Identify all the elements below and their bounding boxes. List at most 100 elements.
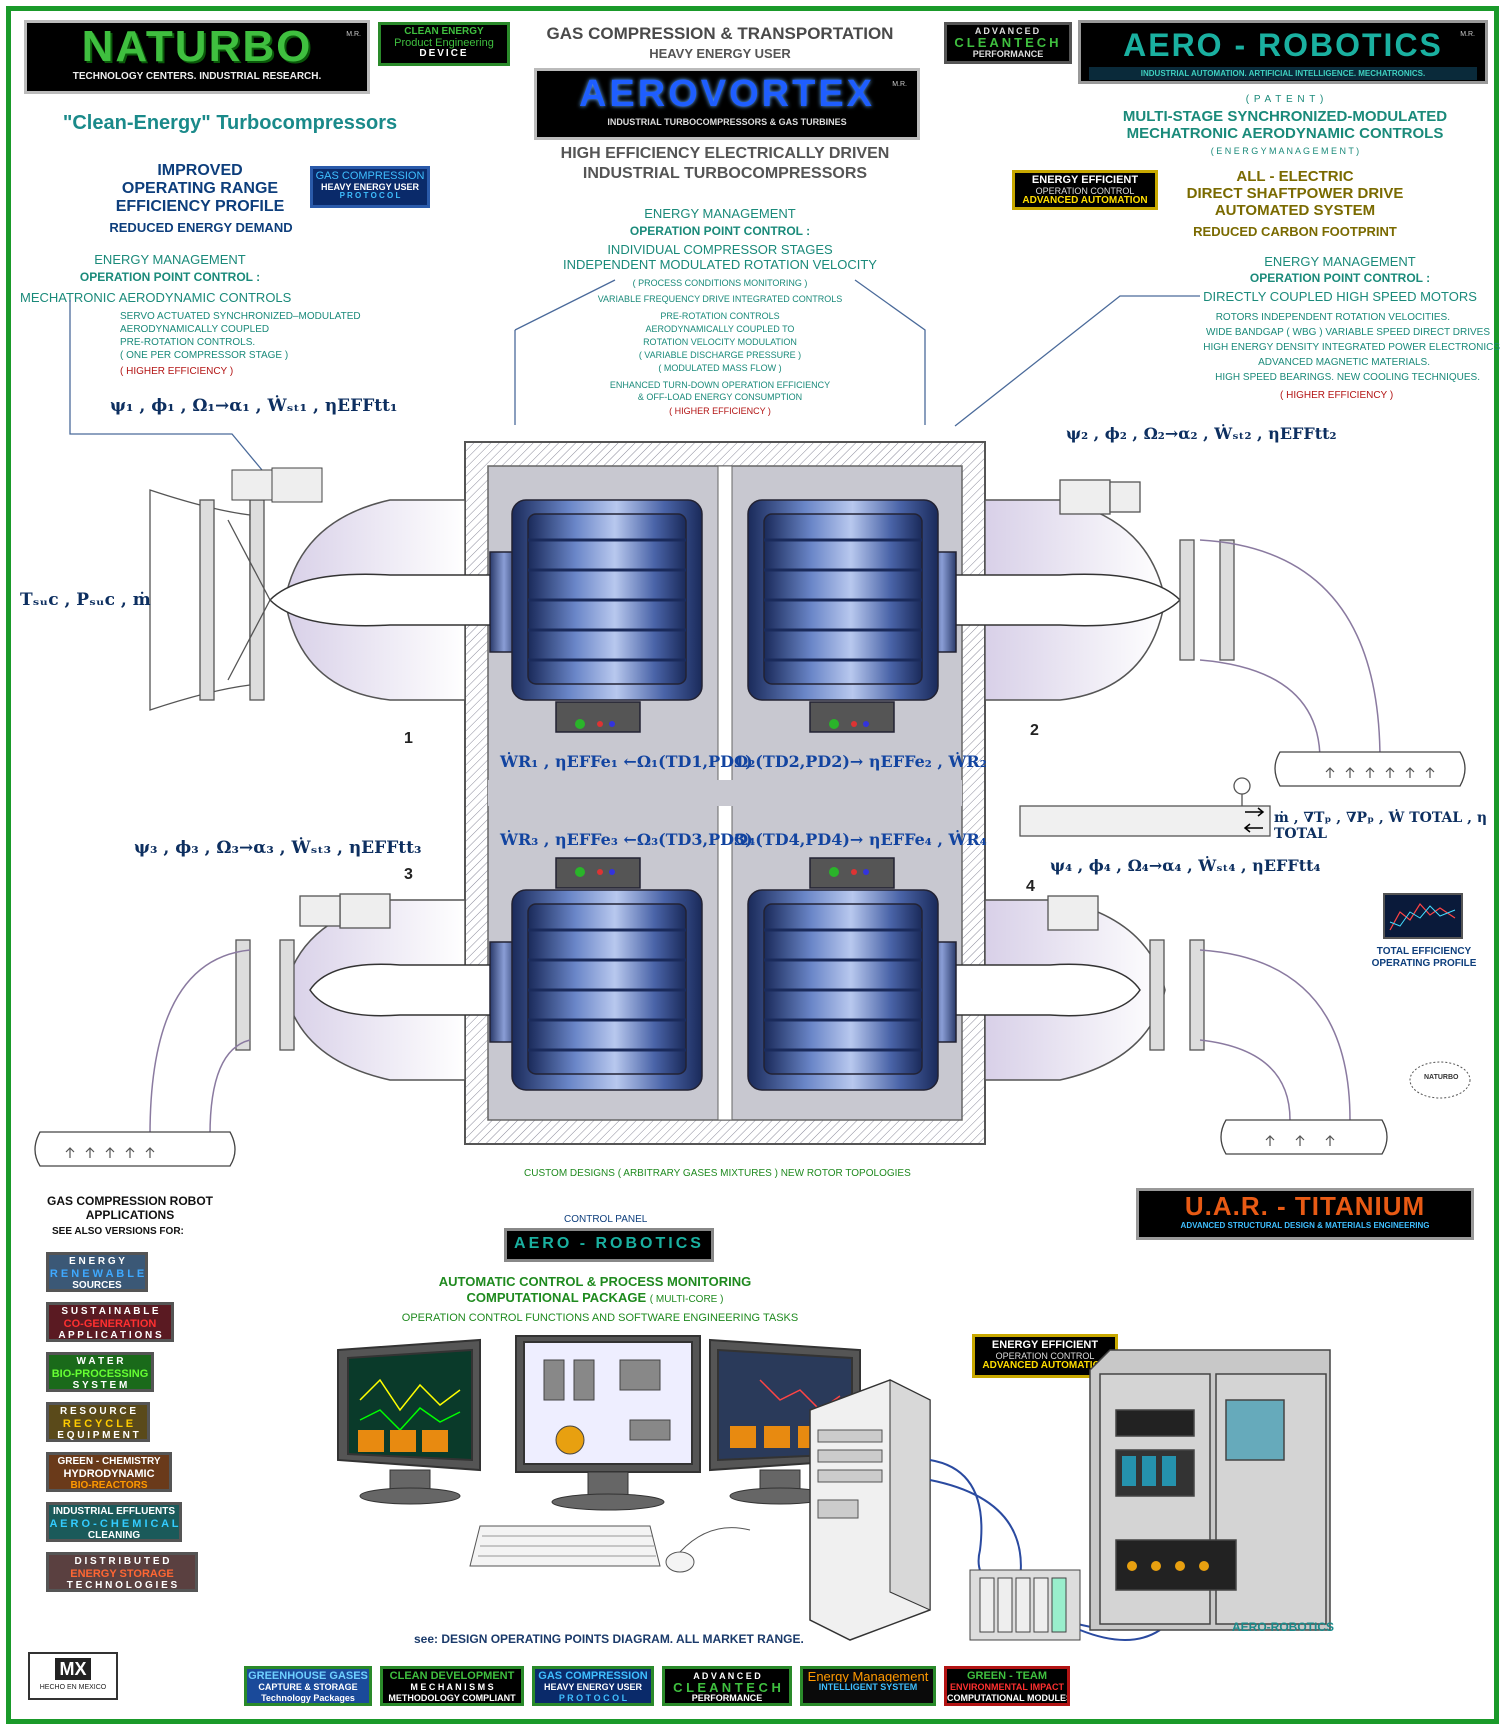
footer-badge-line: GAS COMPRESSION [538,1671,648,1682]
footer-badge-line: M E C H A N I S M S [410,1682,494,1692]
center-text: ENERGY MANAGEMENT OPERATION POINT CONTRO… [563,206,877,416]
footer-badge-line: A D V A N C E D [693,1671,761,1681]
application-badge-line: A P P L I C A T I O N S [58,1330,162,1341]
application-badge-line: CLEANING [87,1530,141,1541]
aerovortex-logo: AEROVORTEX M.R. INDUSTRIAL TURBOCOMPRESS… [534,68,920,140]
footer-badge-line: METHODOLOGY COMPLIANT [388,1693,516,1703]
naturbo-stamp: NATURBO [1424,1074,1459,1081]
motor3-label: ẆR₃ , ηEFFe₃ ←Ω₃(TD3,PD3) [500,830,753,849]
stage-number-4: 4 [1026,878,1035,895]
application-badge-line: CO-GENERATION [63,1318,157,1330]
motor-group [489,499,957,1091]
stage2-params: ψ₂ , ϕ₂ , Ω₂→α₂ , Ẇₛₜ₂ , ηEFFtt₂ [1066,424,1337,443]
application-badge-line: E Q U I P M E N T [57,1430,139,1441]
application-badge-line: HYDRODYNAMIC [63,1468,155,1480]
application-badge-line: INDUSTRIAL EFFLUENTS [52,1506,176,1517]
stage-number-3: 3 [404,866,413,883]
stage-number-2: 2 [1030,722,1039,739]
outlet-label: ṁ , ∇Tₚ , ∇Pₚ , Ẇ TOTAL , η TOTAL [1274,810,1488,842]
application-badge-line: T E C H N O L O G I E S [66,1580,178,1591]
control-panel-label: CONTROL PANEL [564,1214,648,1225]
total-efficiency-label: TOTAL EFFICIENCY OPERATING PROFILE [1371,946,1477,969]
see-also: SEE ALSO VERSIONS FOR: [52,1226,184,1237]
right-energy-mgmt-spaced: ( E N E R G Y M A N A G E M E N T ) [1210,146,1360,156]
gas-title: GAS COMPRESSION & TRANSPORTATION [546,24,894,43]
application-badge-line: GREEN - CHEMISTRY [57,1456,161,1467]
right-all-electric: ALL - ELECTRIC DIRECT SHAFTPOWER DRIVE A… [1186,168,1404,219]
see-design: see: DESIGN OPERATING POINTS DIAGRAM. AL… [414,1632,804,1646]
application-badge-line: A E R O - C H E M I C A L [49,1518,179,1530]
stage-number-1: 1 [404,730,413,747]
right-higher-eff: ( HIGHER EFFICIENCY ) [1280,390,1394,401]
computer-workstation [337,1335,1331,1641]
clean-energy-badge: CLEAN ENERGY Product Engineering DEVICE [378,22,510,66]
aero-robotics-small-logo: AERO - ROBOTICS [504,1228,714,1262]
stage1-params: ψ₁ , ϕ₁ , Ω₁→α₁ , Ẇₛₜ₁ , ηEFFtt₁ [110,396,398,416]
uar-titanium-logo: U.A.R. - TITANIUM ADVANCED STRUCTURAL DE… [1136,1188,1474,1240]
left-energy-mgmt: ENERGY MANAGEMENT [94,252,246,267]
left-servo: SERVO ACTUATED SYNCHRONIZED–MODULATED AE… [120,311,361,361]
gas-subtitle: HEAVY ENERGY USER [649,46,791,61]
application-badge-line: R E N E W A B L E [49,1268,145,1280]
auto-control-title: AUTOMATIC CONTROL & PROCESS MONITORING C… [438,1274,752,1305]
footer-badge-line: Technology Packages [261,1693,355,1703]
application-badge-line: BIO-PROCESSING [51,1368,149,1380]
motor1-label: ẆR₁ , ηEFFe₁ ←Ω₁(TD1,PD1) [500,752,753,771]
right-patent: ( P A T E N T ) [1245,94,1325,105]
application-badge-line: S U S T A I N A B L E [61,1306,159,1317]
right-carbon: REDUCED CARBON FOOTPRINT [1193,224,1397,239]
footer-badge-line: PERFORMANCE [691,1693,763,1703]
aero-robotics-logo: AERO - ROBOTICS M.R. INDUSTRIAL AUTOMATI… [1078,20,1488,84]
footer-badge-line: CAPTURE & STORAGE [258,1682,358,1692]
application-badge-line: R E S O U R C E [59,1406,137,1417]
motor4-label: Ω₄(TD4,PD4)→ ηEFFe₄ , ẆR₄ [734,830,987,849]
footer-badge-line: ENVIRONMENTAL IMPACT [950,1682,1064,1692]
improved-title: IMPROVED OPERATING RANGE EFFICIENCY PROF… [115,162,285,215]
footer-badge-line: Energy Management [807,1671,929,1682]
motor2-label: Ω₂(TD2,PD2)→ ηEFFe₂ , ẆR₂ [734,752,987,771]
footer-badge-line: GREEN - TEAM [966,1671,1048,1682]
application-badge-line: E N E R G Y [69,1256,125,1267]
right-op-text: ENERGY MANAGEMENT OPERATION POINT CONTRO… [1203,254,1477,304]
left-op-point: OPERATION POINT CONTROL : [79,270,261,284]
footer-badge-line: GREENHOUSE GASES [248,1671,368,1682]
gas-protocol-badge: GAS COMPRESSION HEAVY ENERGY USER P R O … [310,166,430,208]
left-higher-eff: ( HIGHER EFFICIENCY ) [120,366,234,377]
reduced-demand: REDUCED ENERGY DEMAND [109,220,293,235]
right-motor-lines: ROTORS INDEPENDENT ROTATION VELOCITIES. … [1203,312,1500,383]
center-title: HIGH EFFICIENCY ELECTRICALLY DRIVEN INDU… [560,145,890,182]
application-badge-line: SOURCES [72,1280,122,1291]
application-badge-line: R E C Y C L E [62,1418,134,1430]
application-badge-line: W A T E R [76,1356,124,1367]
footer-badge-line: INTELLIGENT SYSTEM [818,1682,918,1692]
clean-energy-title: "Clean-Energy" Turbocompressors [62,112,398,134]
stage3-params: ψ₃ , ϕ₃ , Ω₃→α₃ , Ẇₛₜ₃ , ηEFFtt₃ [134,838,422,858]
footer-badge-line: C L E A N T E C H [673,1682,781,1693]
stage4-params: ψ₄ , ϕ₄ , Ω₄→α₄ , Ẇₛₜ₄ , ηEFFtt₄ [1050,856,1321,875]
op-functions: OPERATION CONTROL FUNCTIONS AND SOFTWARE… [401,1312,799,1324]
naturbo-logo: NATURBO M.R. TECHNOLOGY CENTERS. INDUSTR… [24,20,370,94]
footer-badge-line: COMPUTATIONAL MODULES [947,1693,1067,1703]
turbocompressor-diagram [34,279,1471,1167]
footer-badge-line: HEAVY ENERGY USER [543,1682,643,1692]
left-mechatronic: MECHATRONIC AERODYNAMIC CONTROLS [20,290,292,305]
application-badge-line: ENERGY STORAGE [70,1568,174,1580]
inlet-label: Tₛᵤᴄ , Pₛᵤᴄ , ṁ [20,590,151,610]
footer-badge-line: CLEAN DEVELOPMENT [389,1671,515,1682]
advanced-cleantech-badge: ADVANCED CLEANTECH PERFORMANCE [944,22,1072,64]
application-badge-line: D I S T R I B U T E D [74,1556,170,1567]
mx-logo: MX HECHO EN MEXICO [28,1652,118,1700]
energy-efficient-badge: ENERGY EFFICIENT OPERATION CONTROL ADVAN… [1012,170,1158,210]
footer-badge-line: P R O T O C O L [558,1693,628,1703]
